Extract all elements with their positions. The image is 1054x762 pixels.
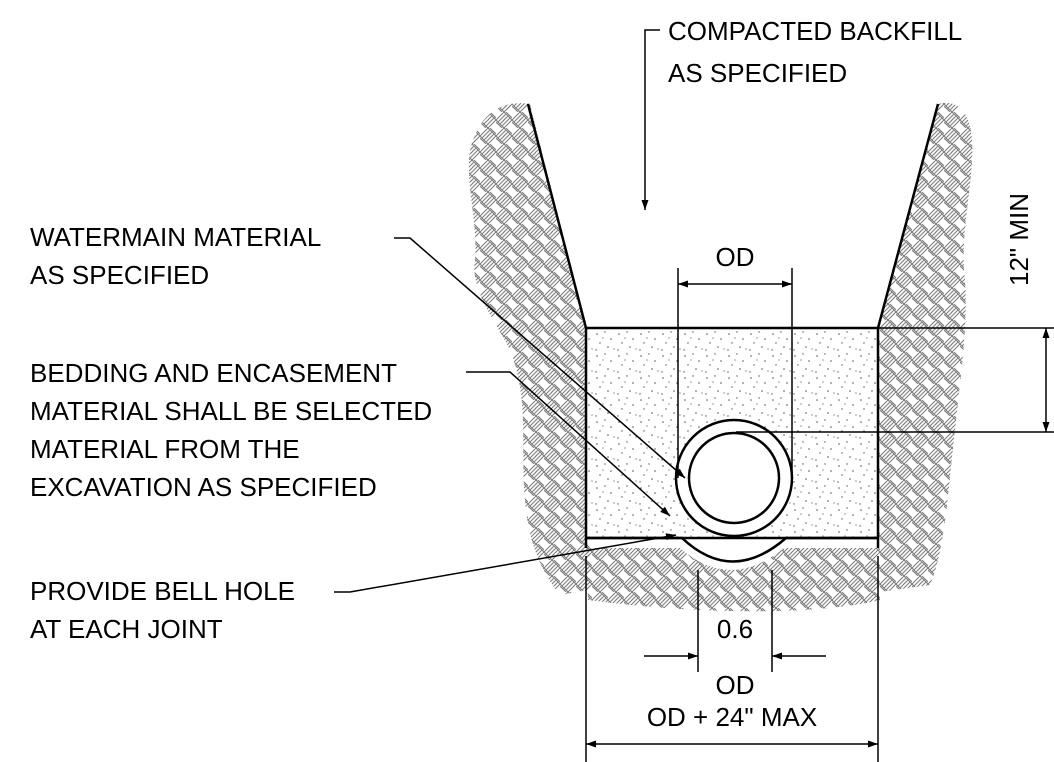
cover-min-label: 12" MIN	[1004, 193, 1034, 286]
pipe-od-label: OD	[716, 242, 755, 272]
bedding-label-line2: MATERIAL SHALL BE SELECTED	[30, 396, 432, 426]
backfill-leader	[641, 29, 660, 210]
bedding-label-line3: MATERIAL FROM THE	[30, 434, 300, 464]
trench-wall-right	[876, 103, 940, 329]
trench-bottom	[586, 536, 878, 563]
trench-width-label: OD + 24" MAX	[647, 702, 817, 732]
bell-hole-factor-label: 0.6	[717, 614, 753, 644]
pipe-inner	[687, 431, 781, 525]
bell-hole-od-label: OD	[716, 670, 755, 700]
bedding-label-line4: EXCAVATION AS SPECIFIED	[30, 472, 377, 502]
native-soil-bottom	[586, 548, 880, 612]
native-soil-right	[878, 102, 973, 593]
backfill-label-line2: AS SPECIFIED	[668, 58, 847, 88]
backfill-label-line1: COMPACTED BACKFILL	[668, 16, 962, 46]
native-soil-left	[468, 103, 590, 596]
trench-wall-left	[526, 103, 588, 329]
watermain-label-line2: AS SPECIFIED	[30, 260, 209, 290]
watermain-leader	[394, 237, 686, 479]
watermain-label-line1: WATERMAIN MATERIAL	[30, 222, 321, 252]
bell-hole-label-line2: AT EACH JOINT	[30, 614, 223, 644]
bell-hole-label-line1: PROVIDE BELL HOLE	[30, 576, 295, 606]
bedding-label-line1: BEDDING AND ENCASEMENT	[30, 358, 397, 388]
bell-hole-leader	[334, 533, 677, 593]
bedding-leader	[466, 371, 671, 517]
